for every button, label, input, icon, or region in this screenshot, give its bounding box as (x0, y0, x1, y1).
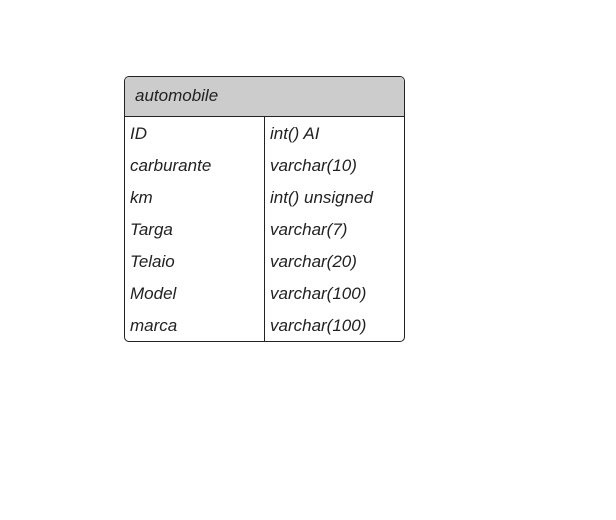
field-row[interactable]: carburante varchar(10) (125, 150, 404, 182)
field-row[interactable]: ID int() AI (125, 118, 404, 150)
field-row[interactable]: Targa varchar(7) (125, 214, 404, 246)
field-type: int() unsigned (270, 188, 374, 207)
field-name: Model (130, 284, 177, 303)
field-type: varchar(7) (270, 220, 348, 239)
field-name: km (130, 188, 153, 207)
field-name: carburante (130, 156, 212, 175)
field-row[interactable]: km int() unsigned (125, 182, 404, 214)
field-row[interactable]: Telaio varchar(20) (125, 246, 404, 278)
field-name: ID (130, 124, 147, 143)
field-row[interactable]: marca varchar(100) (125, 310, 404, 341)
field-type: varchar(100) (270, 316, 367, 335)
field-type: int() AI (270, 124, 320, 143)
field-list: ID int() AI carburante varchar(10) km in… (125, 118, 404, 341)
field-row[interactable]: Model varchar(100) (125, 278, 404, 310)
field-name: marca (130, 316, 178, 335)
field-type: varchar(20) (270, 252, 357, 271)
entity-table-automobile[interactable]: automobile ID int() AI carburante varcha… (124, 76, 405, 342)
column-divider (264, 117, 265, 341)
field-type: varchar(100) (270, 284, 367, 303)
field-type: varchar(10) (270, 156, 357, 175)
entity-title: automobile (135, 86, 219, 105)
field-name: Targa (130, 220, 173, 239)
field-name: Telaio (130, 252, 175, 271)
entity-body: ID int() AI carburante varchar(10) km in… (125, 117, 404, 341)
entity-header[interactable]: automobile (125, 77, 404, 117)
